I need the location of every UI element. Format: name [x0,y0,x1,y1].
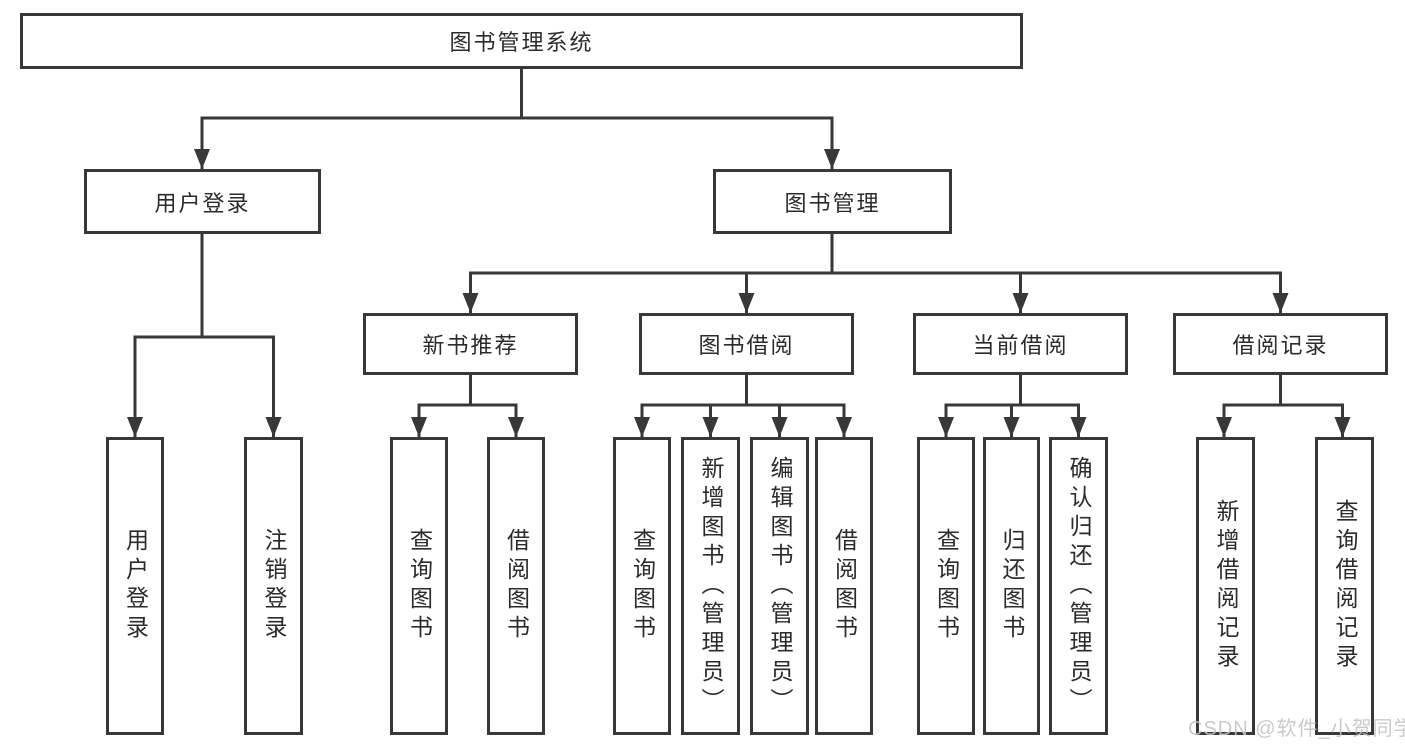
leaf-add-books-admin: 新增图书（管理员） [681,437,740,735]
leaf-edit-books-admin: 编辑图书（管理员） [750,437,809,735]
node-book-management: 图书管理 [713,169,952,234]
leaf-confirm-return-admin: 确认归还（管理员） [1049,437,1108,735]
leaf-return-books: 归还图书 [983,437,1040,735]
leaf-query-books-current: 查询图书 [917,437,975,735]
node-borrowing-records: 借阅记录 [1173,313,1388,375]
leaf-add-borrow-record: 新增借阅记录 [1196,437,1255,735]
leaf-logout: 注销登录 [244,437,303,735]
node-book-borrowing: 图书借阅 [639,313,854,375]
leaf-query-books-recommend: 查询图书 [390,437,448,735]
leaf-query-borrow-record: 查询借阅记录 [1315,437,1374,735]
node-library-management-system: 图书管理系统 [20,13,1023,69]
leaf-user-login: 用户登录 [106,437,164,735]
node-user-login: 用户登录 [84,169,321,234]
leaf-borrow-books: 借阅图书 [815,437,873,735]
node-new-book-recommend: 新书推荐 [363,313,578,375]
csdn-watermark: CSDN @软件_小贺同学 [1188,718,1405,740]
node-current-borrowing: 当前借阅 [913,313,1128,375]
leaf-borrow-books-recommend: 借阅图书 [487,437,545,735]
leaf-query-books-borrowing: 查询图书 [613,437,671,735]
